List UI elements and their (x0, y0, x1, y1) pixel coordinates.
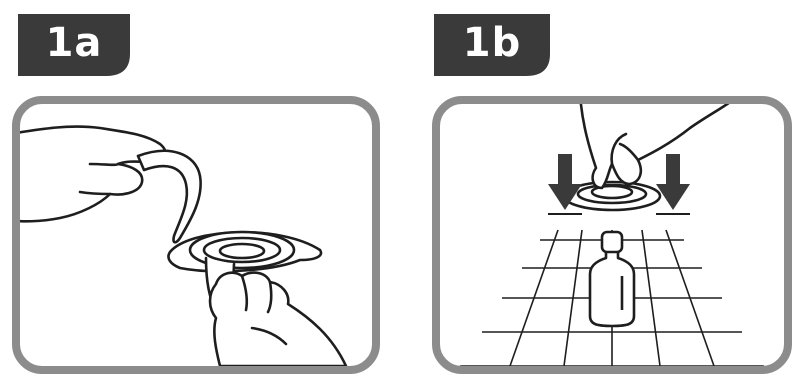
left-hand (20, 127, 166, 222)
peel-lid-illustration (20, 104, 372, 366)
press-adapter-illustration (440, 104, 784, 366)
foil-strip (138, 151, 201, 242)
step-1a-label: 1a (18, 16, 130, 70)
step-1a-tab: 1a (18, 14, 130, 76)
press-down-arrow-right (656, 154, 690, 210)
right-hand (210, 273, 346, 366)
pressing-hand (580, 104, 740, 188)
medicine-vial (590, 232, 634, 326)
step-1b-label: 1b (434, 16, 550, 70)
step-1a-panel: 1a (0, 0, 380, 385)
step-1b-illustration-frame (432, 96, 792, 374)
step-1a-illustration-frame (12, 96, 380, 374)
step-1b-panel: 1b (412, 0, 792, 385)
step-1b-tab: 1b (434, 14, 550, 76)
